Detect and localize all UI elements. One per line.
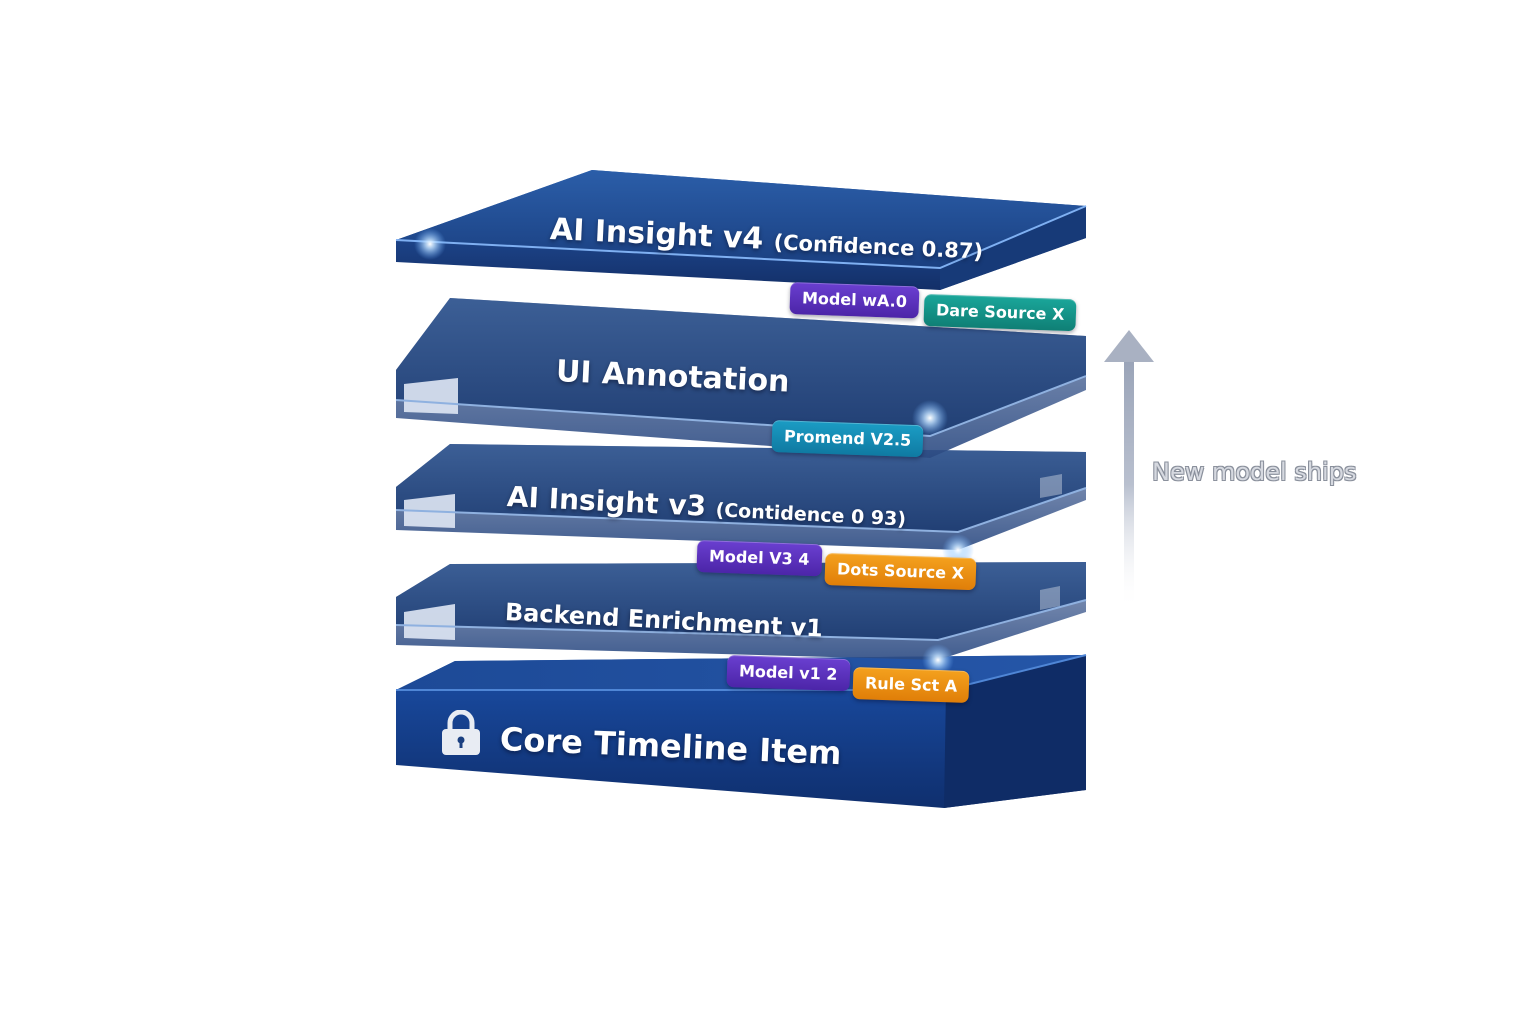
tag-model-v1: Model v1 2	[726, 655, 851, 692]
lock-icon	[442, 710, 480, 755]
tag-promend: Promend V2.5	[771, 420, 924, 458]
insight-v3-slab	[395, 444, 1087, 566]
tag-model-v4: Model wA.0	[789, 282, 920, 319]
insight-v4-slab	[395, 170, 1087, 290]
up-arrow-icon	[1104, 330, 1154, 610]
tag-data-source-v4: Dare Source X	[923, 294, 1077, 332]
tag-model-v3: Model V3 4	[696, 540, 822, 577]
annotation-slab	[395, 298, 1087, 458]
insight-v4-confidence: (Confidence 0.87)	[773, 230, 984, 264]
arrow-label: New model ships	[1152, 458, 1357, 486]
tag-rule-set: Rule Sct A	[852, 667, 970, 704]
tag-data-source-v3: Dots Source X	[824, 553, 977, 591]
